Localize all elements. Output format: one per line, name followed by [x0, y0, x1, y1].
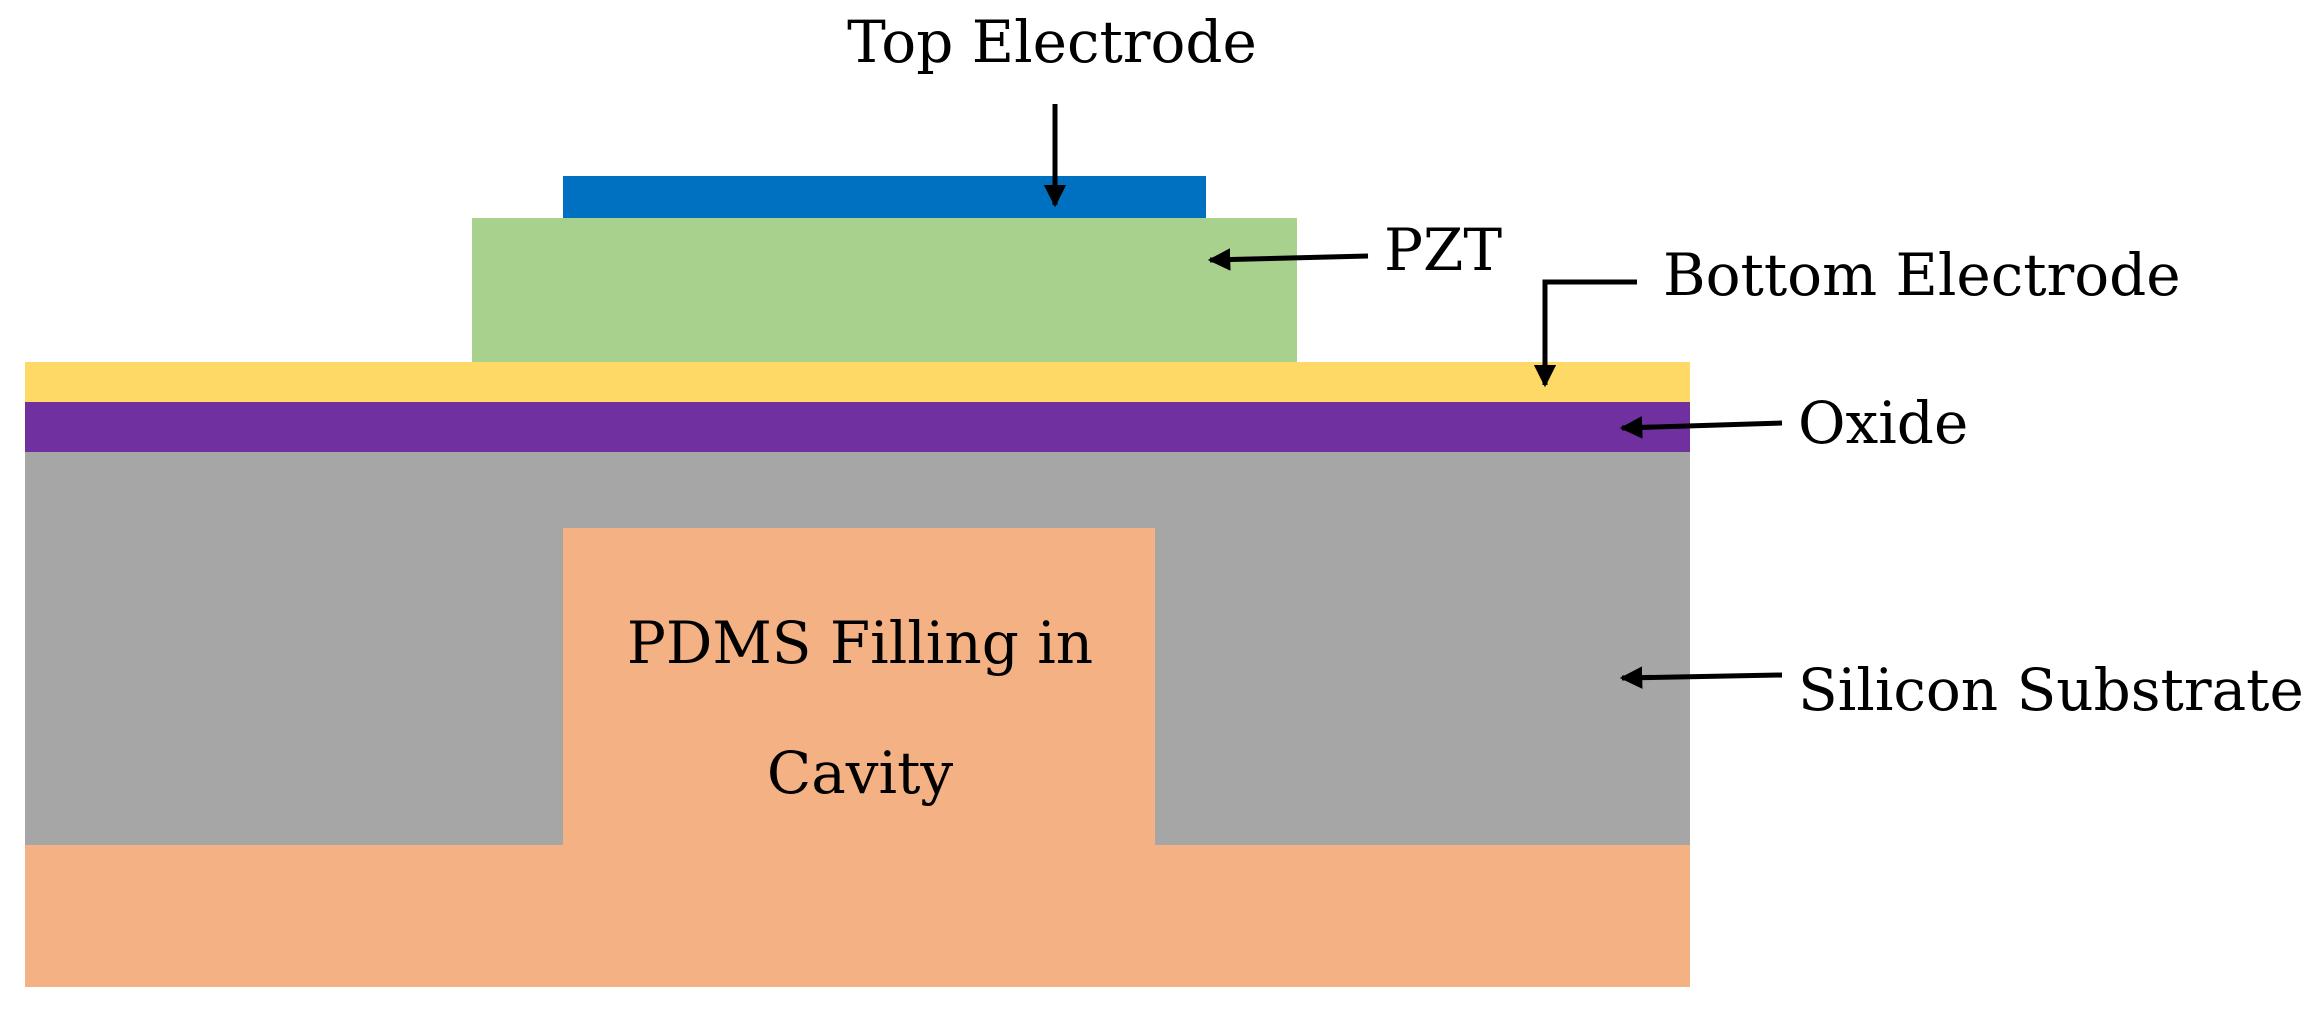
- silicon-substrate-arrow: [1619, 666, 1783, 689]
- oxide-layer: [25, 402, 1690, 452]
- top-electrode-layer: [563, 176, 1206, 218]
- pzt-layer: [472, 218, 1297, 362]
- pzt-label: PZT: [1384, 216, 1502, 284]
- pzt-arrow: [1207, 248, 1369, 271]
- oxide-arrow: [1619, 416, 1783, 439]
- silicon-substrate-label: Silicon Substrate: [1798, 656, 2304, 724]
- top-electrode-label: Top Electrode: [847, 8, 1257, 76]
- pdms-bottom-layer: [25, 845, 1690, 987]
- bottom-electrode-layer: [25, 362, 1690, 402]
- bottom-electrode-label: Bottom Electrode: [1663, 241, 2181, 309]
- cavity-label-line2: Cavity: [767, 739, 954, 807]
- bottom-electrode-arrow: [1533, 279, 1637, 388]
- cavity-label-line1: PDMS Filling in: [627, 609, 1093, 677]
- pdms-cavity-fill: [563, 528, 1155, 846]
- oxide-label: Oxide: [1798, 389, 1968, 457]
